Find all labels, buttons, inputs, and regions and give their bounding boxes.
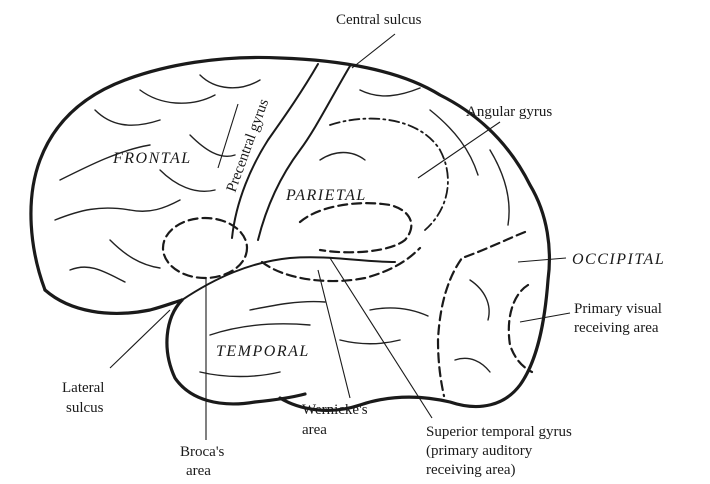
- frontal-fold: [55, 200, 180, 220]
- lateral-sulcus-label-line2: sulcus: [66, 400, 104, 416]
- frontal-fold: [200, 75, 260, 88]
- wernickes-area-label-line1: Wernicke's: [302, 402, 368, 418]
- central-sulcus-label: Central sulcus: [336, 12, 422, 28]
- angular-gyrus-label: Angular gyrus: [466, 104, 552, 120]
- occipital-lobe-label: OCCIPITAL: [572, 251, 665, 268]
- brocas-area-label-line2: area: [186, 463, 211, 479]
- parietal-fold: [320, 153, 365, 161]
- superior-temporal-label-line3: receiving area): [426, 462, 516, 478]
- temporal-fold: [340, 340, 400, 344]
- frontal-fold: [110, 240, 160, 268]
- frontal-lobe-label: FRONTAL: [112, 150, 192, 167]
- temporal-fold: [370, 308, 428, 316]
- brocas-area-outline: [163, 218, 247, 278]
- frontal-fold: [70, 267, 125, 282]
- angular-gyrus-leader: [418, 122, 500, 178]
- wernickes-leader: [318, 270, 350, 398]
- primary-visual-label-line1: Primary visual: [574, 301, 662, 317]
- parietal-fold: [490, 150, 509, 225]
- parietal-lobe-label: PARIETAL: [285, 187, 367, 204]
- occipital-boundary: [438, 232, 525, 396]
- parietal-fold: [360, 88, 420, 96]
- occipital-fold: [455, 358, 490, 372]
- occipital-leader: [518, 258, 566, 262]
- wernickes-area-label-line2: area: [302, 422, 327, 438]
- temporal-fold: [210, 324, 310, 335]
- temporal-fold: [250, 302, 325, 310]
- lateral-sulcus-leader: [110, 310, 170, 368]
- temporal-lobe-label: TEMPORAL: [216, 343, 310, 360]
- parietal-association-outline: [330, 119, 448, 230]
- temporal-fold: [200, 372, 280, 377]
- occipital-fold: [470, 280, 489, 320]
- primary-visual-outline: [509, 285, 532, 372]
- central-sulcus-leader: [352, 34, 395, 68]
- lateral-sulcus-label-line1: Lateral: [62, 380, 104, 396]
- frontal-fold: [95, 110, 160, 125]
- frontal-base-outline: [45, 290, 182, 313]
- superior-temporal-label-line1: Superior temporal gyrus: [426, 424, 572, 440]
- frontal-fold: [190, 135, 235, 156]
- superior-temporal-label-line2: (primary auditory: [426, 443, 533, 459]
- frontal-fold: [140, 90, 215, 103]
- superior-temporal-leader: [330, 258, 432, 418]
- wernickes-area-outline: [300, 203, 411, 252]
- primary-visual-label-line2: receiving area: [574, 320, 659, 336]
- brocas-area-label-line1: Broca's: [180, 444, 225, 460]
- frontal-fold: [160, 170, 215, 191]
